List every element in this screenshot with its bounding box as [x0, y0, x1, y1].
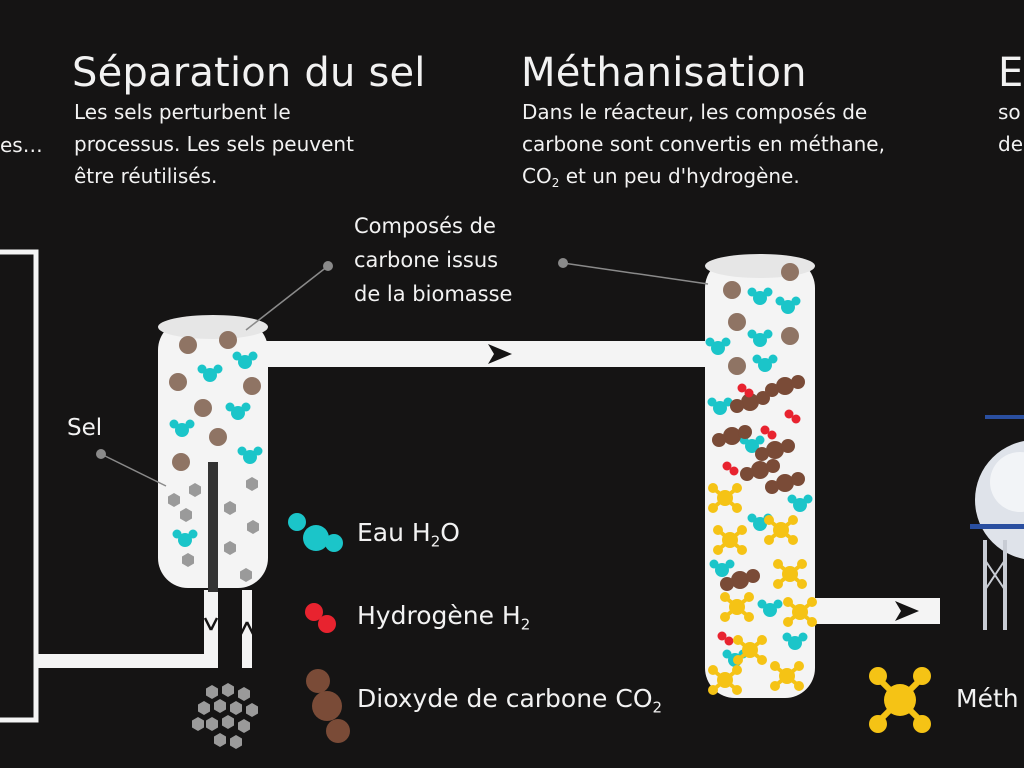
methanisation-line-3: CO2 et un peu d'hydrogène.: [522, 164, 800, 191]
separation-column-contents: [168, 331, 263, 582]
legend-water-label: Eau H2O: [357, 518, 460, 551]
water-molecule-icon: [288, 513, 343, 552]
reactor-contents: [705, 263, 819, 697]
left-text-fragment: es…: [0, 133, 43, 157]
methane-molecule-icon: [869, 667, 931, 733]
methane-outlet-pipe: [812, 598, 940, 624]
carbon-compounds-callout: Composés de carbone issus de la biomasse: [354, 214, 513, 306]
separation-description: Les sels perturbent le processus. Les se…: [74, 96, 354, 192]
right-line-1: so: [998, 100, 1021, 124]
methanisation-line-1: Dans le réacteur, les composés de: [522, 100, 868, 124]
salt-crystal-icon: [192, 683, 258, 749]
gas-storage-tank-icon: [970, 415, 1024, 630]
right-title-fragment: E: [998, 50, 1024, 96]
co2-molecule-icon: [306, 669, 350, 743]
separation-title: Séparation du sel: [72, 50, 426, 96]
methanisation-line-2: carbone sont convertis en méthane,: [522, 132, 885, 156]
right-line-2: de: [998, 132, 1023, 156]
legend-methane-label: Méth: [956, 684, 1019, 713]
separation-line-3: être réutilisés.: [74, 164, 218, 188]
legend-co2-label: Dioxyde de carbone CO2: [357, 684, 663, 717]
connecting-pipe: [265, 341, 710, 367]
hydrogen-molecule-icon: [305, 603, 336, 633]
methanisation-title: Méthanisation: [521, 50, 807, 96]
legend-hydrogen-label: Hydrogène H2: [357, 601, 531, 634]
separation-line-1: Les sels perturbent le: [74, 100, 291, 124]
salt-callout: Sel: [67, 415, 103, 441]
right-description-fragment: so de: [998, 96, 1023, 160]
return-pipe: [0, 249, 255, 723]
methanisation-description: Dans le réacteur, les composés de carbon…: [522, 96, 885, 192]
separation-line-2: processus. Les sels peuvent: [74, 132, 354, 156]
callout-leaders: [96, 258, 709, 487]
